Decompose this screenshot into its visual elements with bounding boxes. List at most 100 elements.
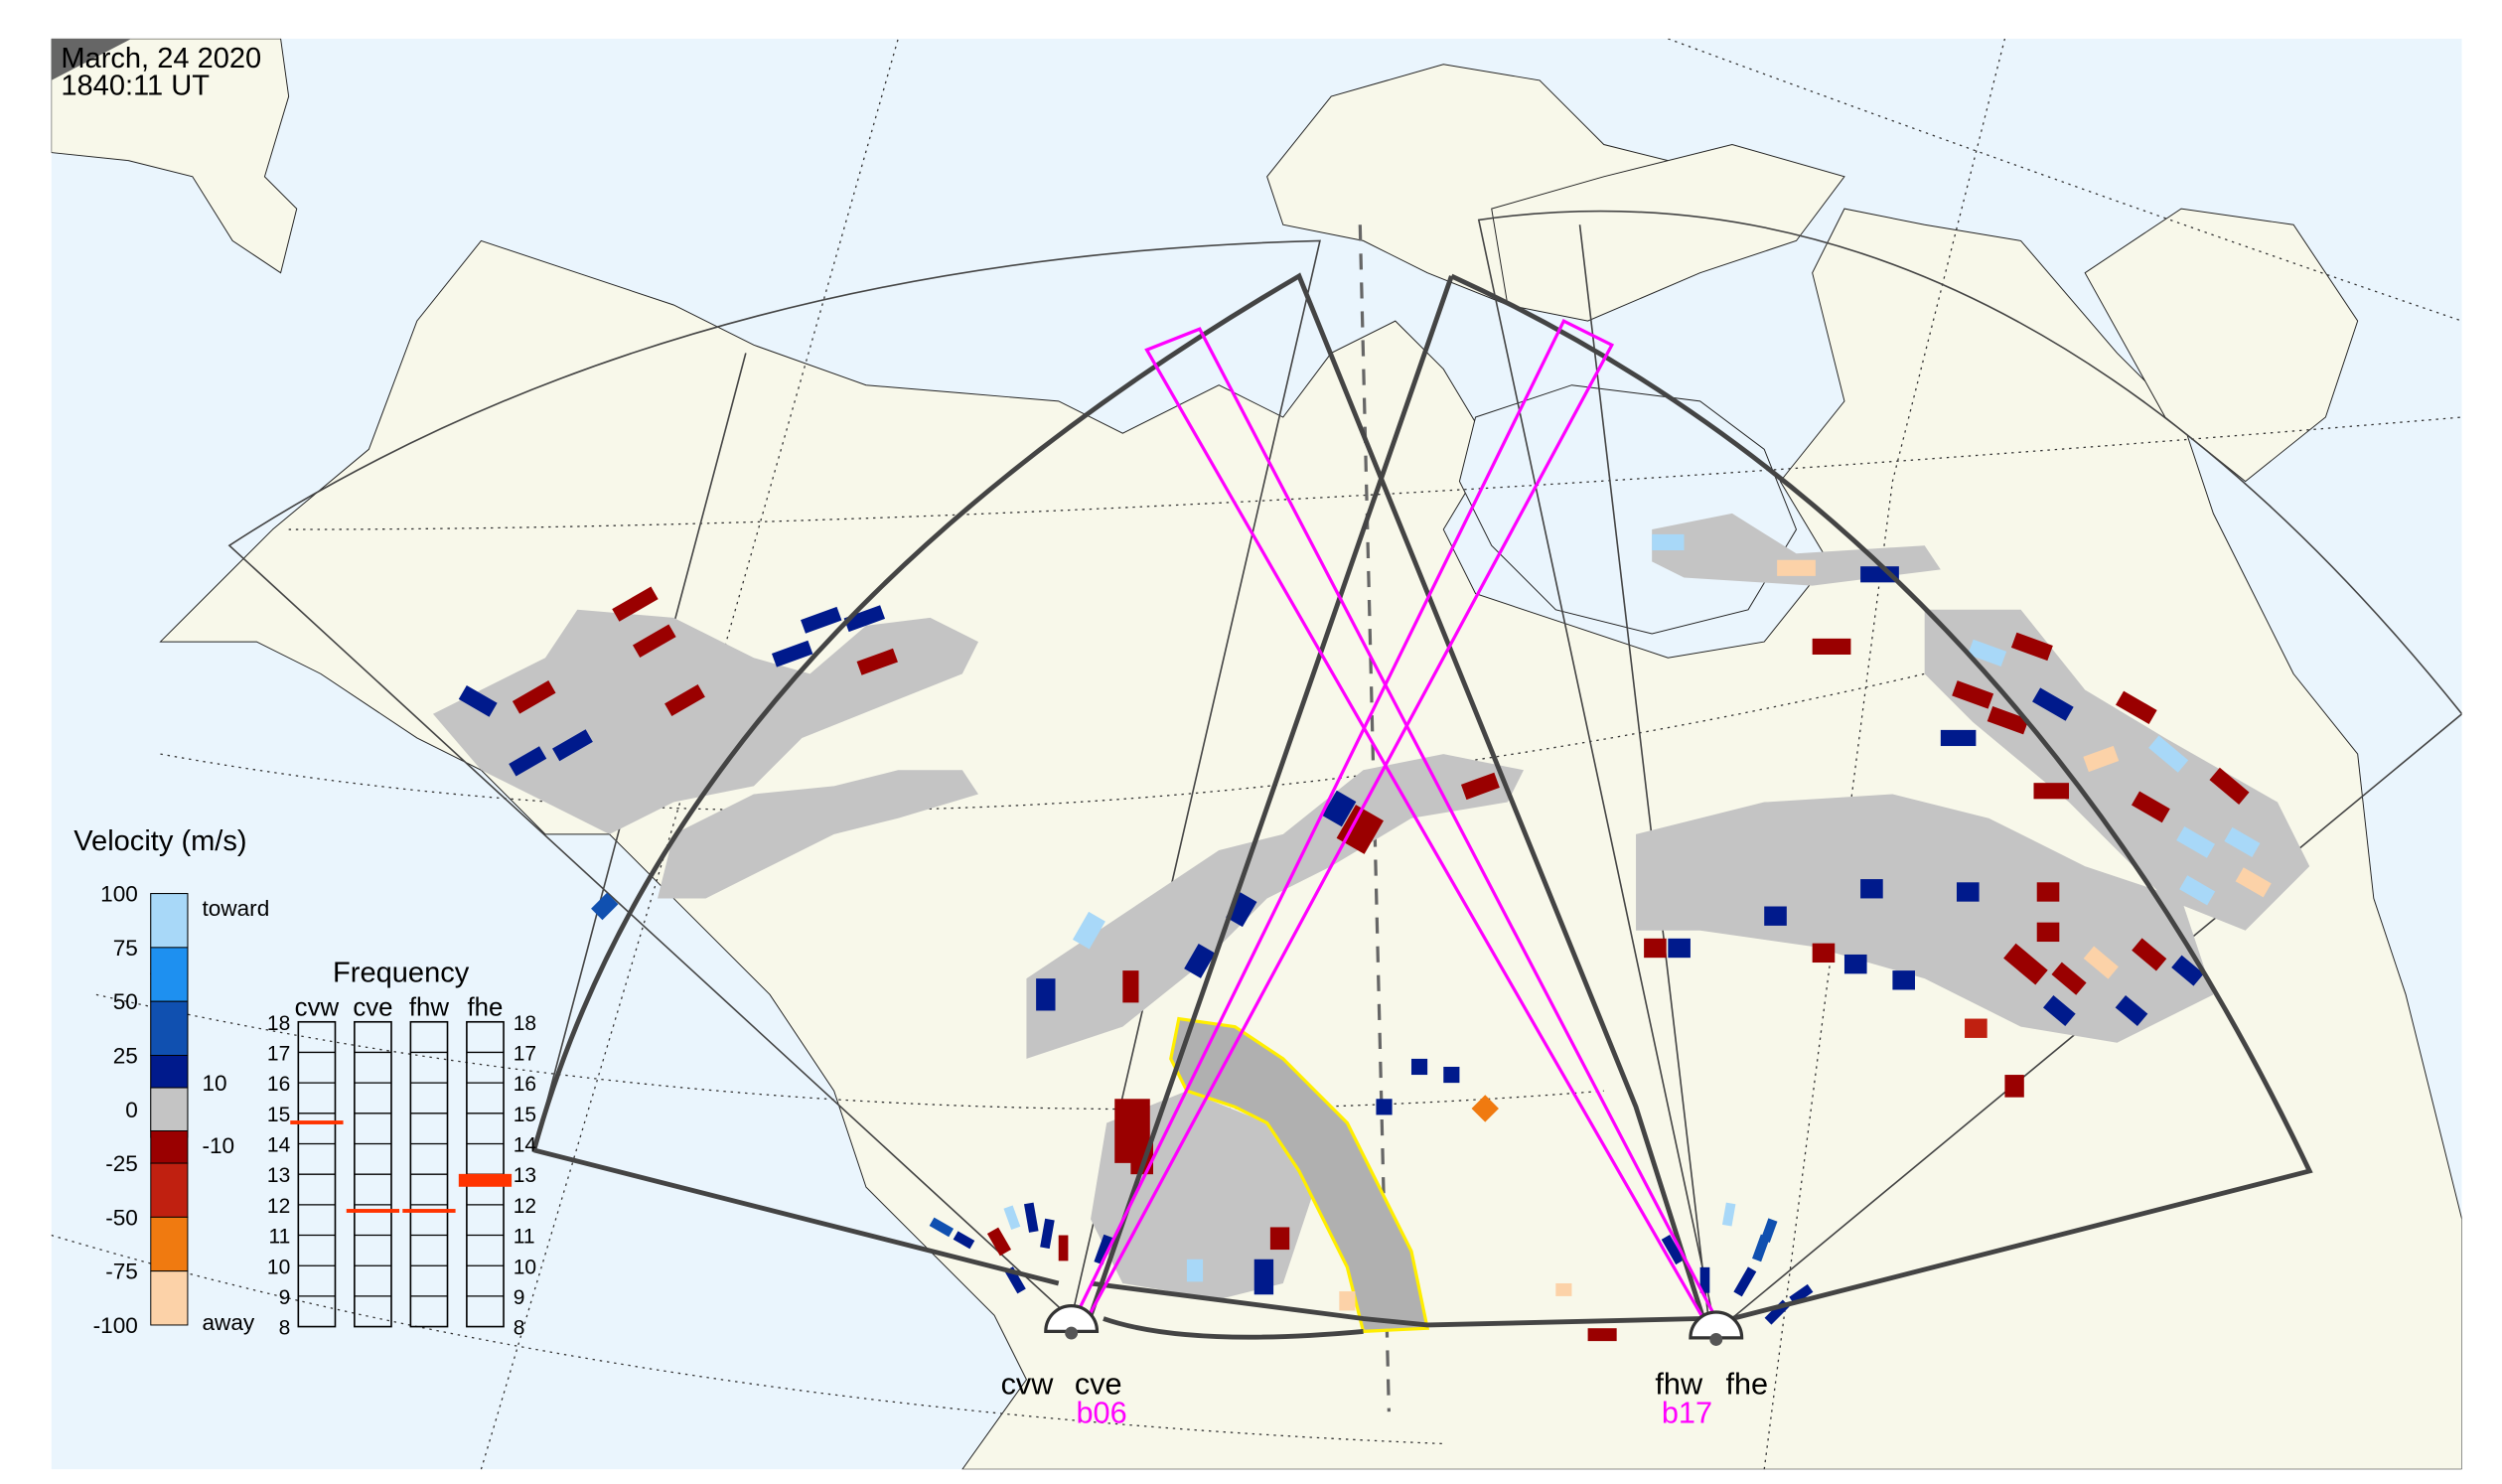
fov-outline-thick [531,272,2313,1340]
threshold-10-label: 10 [202,1071,226,1096]
velocity-cell [1023,1202,1039,1233]
velocity-cell [1764,906,1787,926]
land-alaska-corner [51,38,298,274]
frequency-tick-left: 18 [267,1012,290,1035]
velocity-cell [1733,1266,1757,1297]
velocity-cell [1860,879,1883,899]
velocity-cell [1336,805,1384,854]
frequency-marker-fhe [458,1173,513,1187]
velocity-cell [2235,867,2272,898]
beam-b06 [1073,318,1615,1320]
frequency-tick-right: 15 [514,1104,536,1126]
velocity-cell [612,586,659,622]
velocity-cell [458,684,498,717]
velocity-cell [509,746,547,777]
frequency-tick-right: 12 [514,1195,536,1218]
frequency-tick-left: 11 [268,1226,290,1249]
velocity-cell [1460,772,1500,801]
velocity-cell [2033,783,2070,800]
velocity-cell [2224,826,2261,857]
radar-site-east [1689,1310,1744,1346]
frequency-marker-fhw [402,1209,456,1213]
frequency-tick-left: 15 [267,1104,290,1126]
velocity-cell [2043,994,2076,1026]
colorbar-segment-ground [150,1087,189,1131]
toward-label: toward [202,896,269,921]
velocity-cell [801,606,842,634]
frequency-tick-left: 10 [267,1256,290,1278]
frequency-marker-cvw [290,1120,344,1124]
radar-label-cvw: cvw [1001,1366,1055,1401]
frequency-tick-left: 8 [279,1317,291,1340]
colorbar-tick-label: 25 [113,1044,138,1069]
velocity-cell [1322,790,1357,827]
velocity-cell [929,1217,955,1238]
velocity-cell [1269,1227,1290,1251]
velocity-cell [1072,911,1105,950]
velocity-cell [1003,1205,1021,1231]
frequency-marker-cve [346,1209,400,1213]
velocity-cell [1094,1234,1113,1265]
time-label: 1840:11 UT [61,70,210,101]
colorbar-tick-label: 50 [113,989,138,1014]
frequency-tick-left: 16 [267,1073,290,1096]
ground-scatter [432,513,2310,1300]
velocity-cell [986,1227,1012,1257]
frequency-tick-right: 11 [514,1226,535,1249]
velocity-cell [2036,882,2060,902]
velocity-cell [1226,892,1257,928]
frequency-tick-left: 9 [279,1286,291,1309]
velocity-cell [1555,1282,1572,1296]
frequency-tick-right: 16 [514,1073,536,1096]
frequency-tick-right: 13 [514,1164,536,1187]
velocity-cell [1122,970,1139,1003]
velocity-cell [2003,943,2048,985]
velocity-cell [1752,1234,1770,1262]
velocity-cell [2051,962,2087,995]
colorbar-segment-vm10_m25 [150,1130,189,1164]
velocity-cell [2115,994,2148,1026]
colorbar-tick-label: 100 [100,882,138,907]
velocity-cell [1956,882,1980,902]
velocity-cell [1968,639,2007,668]
velocity-cell [2010,632,2053,662]
colorbar-tick-label: 0 [125,1098,138,1122]
beam-label-b06: b06 [1076,1395,1126,1429]
velocity-cell [953,1231,975,1250]
frequency-column-label-fhw: fhw [409,993,450,1021]
date-label: March, 24 2020 [61,43,261,74]
velocity-cell [664,684,705,716]
velocity-cell [1587,1328,1617,1342]
velocity-cell [1443,1066,1460,1084]
velocity-cell [1777,559,1816,576]
velocity-cell [856,648,898,675]
frequency-column-label-cve: cve [353,993,392,1021]
velocity-cell [843,605,886,633]
velocity-cell [1253,1259,1274,1295]
colorbar-segment-vm75_m100 [150,1270,189,1326]
velocity-cell [1036,978,1056,1011]
velocity-cell [1940,729,1977,747]
frequency-tick-right: 14 [514,1134,537,1157]
colorbar-segment-v75_100 [150,893,189,949]
velocity-cell [2032,687,2074,721]
colorbar-tick-label: -75 [105,1260,138,1284]
radar-label-cve: cve [1075,1366,1122,1401]
velocity-cell [1668,938,1691,959]
velocity-cell [1376,1099,1393,1115]
velocity-cell [1987,705,2029,735]
frequency-tick-left: 12 [267,1195,290,1218]
velocity-cell [591,892,619,921]
velocity-cell [2036,922,2060,943]
threshold-minus10-label: -10 [202,1133,234,1158]
colorbar-segment-v10_25 [150,1054,189,1089]
velocity-cell [1892,970,1916,990]
colorbar-tick-label: -100 [93,1313,138,1338]
beam-b17 [1144,327,1718,1320]
velocity-cell [552,729,593,762]
frequency-column-label-fhe: fhe [468,993,504,1021]
velocity-cell [2148,735,2189,773]
velocity-cell [1812,638,1851,655]
